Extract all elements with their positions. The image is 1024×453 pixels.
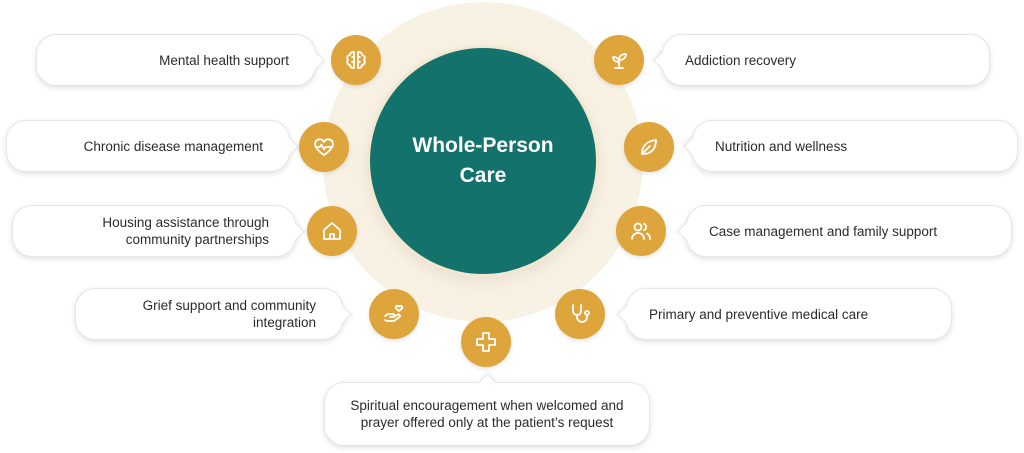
node-grief-support <box>369 289 419 339</box>
service-card-addiction-recovery: Addiction recovery <box>653 34 990 86</box>
service-card-housing: Housing assistance through community par… <box>12 205 305 257</box>
service-card-grief-support: Grief support and community integration <box>75 288 352 340</box>
node-housing <box>307 206 357 256</box>
stethoscope-icon <box>572 304 590 323</box>
service-card-case-management: Case management and family support <box>677 205 1012 257</box>
home-icon <box>323 222 341 240</box>
sprout-icon <box>612 53 627 69</box>
center-circle: Whole-Person Care <box>370 48 596 274</box>
hand-heart-icon <box>384 304 404 322</box>
node-nutrition <box>624 122 674 172</box>
node-primary-care <box>555 289 605 339</box>
leaf-icon <box>641 139 657 155</box>
node-addiction-recovery <box>594 35 644 85</box>
heart-pulse-icon <box>314 138 334 156</box>
users-icon <box>631 222 651 240</box>
node-spiritual <box>461 317 511 367</box>
service-label: Chronic disease management <box>83 138 263 154</box>
brain-icon <box>346 51 366 69</box>
node-chronic-disease <box>299 122 349 172</box>
service-label: Spiritual encouragement when welcomed an… <box>350 398 624 430</box>
service-card-chronic-disease: Chronic disease management <box>6 120 299 172</box>
node-case-management <box>616 206 666 256</box>
service-card-nutrition: Nutrition and wellness <box>683 120 1018 172</box>
plus-icon <box>476 332 496 352</box>
service-label: Primary and preventive medical care <box>649 306 869 322</box>
service-label: Nutrition and wellness <box>715 138 848 154</box>
node-mental-health <box>331 35 381 85</box>
service-label: Grief support and community integration <box>142 298 316 330</box>
service-label: Mental health support <box>159 52 289 68</box>
service-label: Addiction recovery <box>685 52 797 68</box>
service-label: Case management and family support <box>709 223 938 239</box>
center-title: Whole-Person Care <box>412 134 554 187</box>
service-label: Housing assistance through community par… <box>102 215 269 247</box>
service-card-mental-health: Mental health support <box>36 34 325 86</box>
service-card-spiritual: Spiritual encouragement when welcomed an… <box>324 373 650 446</box>
service-card-primary-care: Primary and preventive medical care <box>617 288 952 340</box>
